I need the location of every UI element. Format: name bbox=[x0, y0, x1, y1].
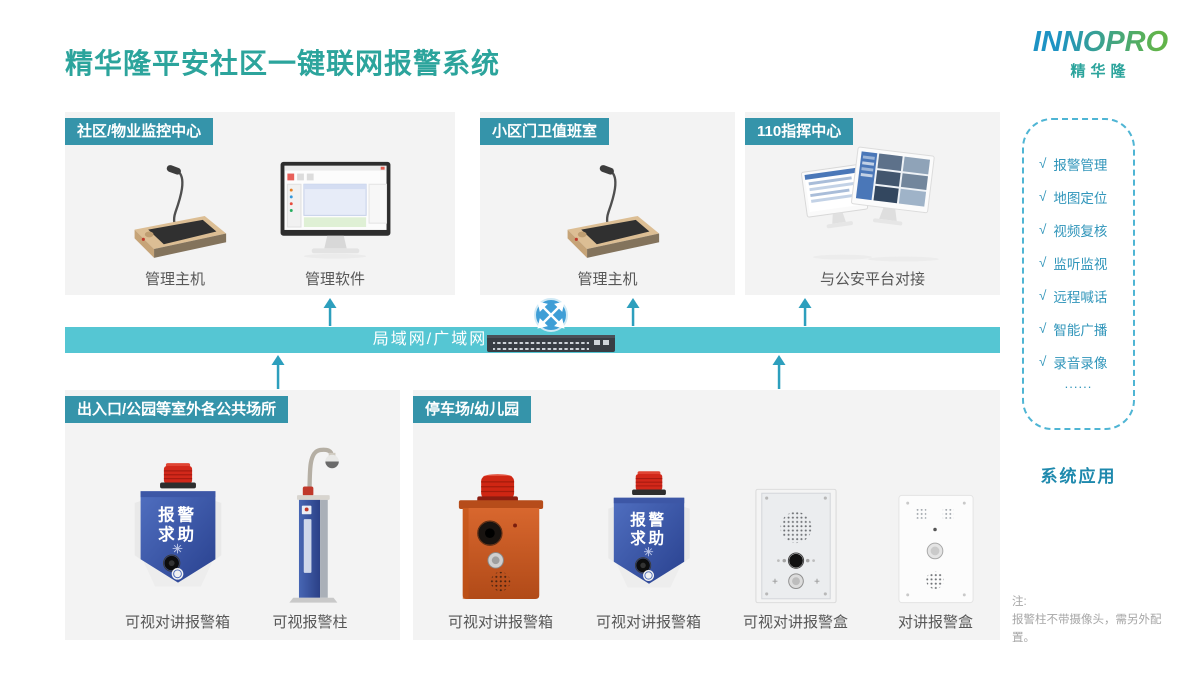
panel-tag-command110: 110指挥中心 bbox=[745, 118, 854, 146]
blue-alarm-box-image: 报警 求助 bbox=[134, 463, 221, 587]
feature-item: √ 录音录像 bbox=[1024, 345, 1133, 378]
check-icon: √ bbox=[1039, 156, 1047, 171]
dual-monitors-image bbox=[800, 146, 939, 262]
device-label: 管理主机 bbox=[577, 271, 638, 288]
device-label: 可视报警柱 bbox=[272, 614, 348, 631]
flow-arrow-up bbox=[772, 355, 786, 389]
panel-tag-outdoor: 出入口/公园等室外各公共场所 bbox=[65, 396, 289, 424]
panel-command110: 110指挥中心 bbox=[745, 112, 1000, 295]
check-icon: √ bbox=[1039, 288, 1047, 303]
orange-alarm-box-image bbox=[458, 474, 543, 600]
panel-tag-monitor-center: 社区/物业监控中心 bbox=[65, 118, 214, 146]
feature-label: 智能广播 bbox=[1053, 322, 1108, 338]
panel-gatehouse: 小区门卫值班室 管理主机 bbox=[480, 112, 735, 295]
feature-list-box: √ 报警管理 √ 地图定位 √ 视频复核 √ 监听监视 √ 远程喊话 √ 智能广播 √ 录音录… bbox=[1022, 118, 1135, 430]
blue-alarm-box-image: 报警 求助 bbox=[607, 471, 690, 588]
white-intercom-image bbox=[897, 494, 974, 604]
device-label: 管理软件 bbox=[304, 271, 365, 288]
device-police-platform: 与公安平台对接 bbox=[768, 143, 978, 289]
panel-outdoor: 出入口/公园等室外各公共场所 报警 求助 可视对讲报警箱 bbox=[65, 390, 400, 640]
footnote: 注: 报警柱不带摄像头，需另外配置。 bbox=[1012, 594, 1184, 647]
device-alarm-box-blue: 报警 求助 可视对讲报警箱 bbox=[95, 462, 260, 632]
panel-monitor-center: 社区/物业监控中心 管理主机 bbox=[65, 112, 455, 295]
gooseneck-mic-image bbox=[567, 165, 659, 258]
feature-item: √ 远程喊话 bbox=[1024, 279, 1133, 312]
device-label: 与公安平台对接 bbox=[819, 271, 925, 288]
router-icon bbox=[534, 298, 568, 332]
alarm-box-text-line1: 报警 bbox=[158, 504, 197, 524]
page-title: 精华隆平安社区一键联网报警系统 bbox=[65, 48, 501, 79]
network-bar-label: 局域网/广域网 bbox=[372, 331, 488, 348]
device-alarm-box-blue-2: 报警 求助 可视对讲报警箱 bbox=[581, 470, 716, 632]
alarm-pole-image bbox=[289, 447, 339, 603]
check-icon: √ bbox=[1039, 255, 1047, 270]
panel-tag-parking: 停车场/幼儿园 bbox=[413, 396, 532, 424]
gooseneck-mic-image bbox=[134, 165, 227, 258]
device-management-host-2: 管理主机 bbox=[523, 165, 693, 289]
flow-arrow-up bbox=[323, 298, 337, 326]
feature-ellipsis: ...... bbox=[1064, 376, 1093, 391]
alarm-box-text-line2: 求助 bbox=[630, 528, 667, 547]
flow-arrow-up bbox=[271, 355, 285, 389]
check-icon: √ bbox=[1039, 189, 1047, 204]
check-icon: √ bbox=[1039, 354, 1047, 369]
feature-caption: 系统应用 bbox=[1040, 467, 1117, 486]
alarm-box-text-line1: 报警 bbox=[630, 510, 667, 529]
panel-tag-gatehouse: 小区门卫值班室 bbox=[480, 118, 610, 146]
flow-arrow-up bbox=[798, 298, 812, 326]
device-label: 可视对讲报警盒 bbox=[742, 614, 848, 631]
panel-parking: 停车场/幼儿园 可视对讲报警箱 bbox=[413, 390, 1000, 640]
network-switch-image bbox=[487, 335, 615, 352]
feature-item: √ 报警管理 bbox=[1024, 147, 1133, 180]
device-label: 可视对讲报警箱 bbox=[124, 614, 230, 631]
device-label: 可视对讲报警箱 bbox=[595, 614, 701, 631]
feature-item: √ 监听监视 bbox=[1024, 246, 1133, 279]
silver-intercom-image bbox=[754, 488, 837, 604]
feature-label: 地图定位 bbox=[1053, 190, 1108, 206]
device-label: 管理主机 bbox=[144, 271, 205, 288]
device-intercom-silver: 可视对讲报警盒 bbox=[728, 486, 863, 632]
flow-arrow-up bbox=[626, 298, 640, 326]
check-icon: √ bbox=[1039, 321, 1047, 336]
footnote-text: 报警柱不带摄像头，需另外配置。 bbox=[1012, 613, 1162, 644]
device-intercom-white: 对讲报警盒 bbox=[868, 492, 1003, 632]
device-label: 可视对讲报警箱 bbox=[447, 614, 553, 631]
feature-label: 视频复核 bbox=[1053, 223, 1108, 239]
feature-label: 报警管理 bbox=[1053, 157, 1108, 173]
device-label: 对讲报警盒 bbox=[897, 614, 973, 631]
device-alarm-pole: 可视报警柱 bbox=[260, 436, 360, 632]
feature-label: 录音录像 bbox=[1053, 355, 1108, 371]
innopro-logo-text: INNOPRO bbox=[1028, 26, 1173, 59]
software-monitor-image bbox=[280, 161, 390, 259]
device-management-software: 管理软件 bbox=[260, 158, 410, 289]
feature-item: √ 视频复核 bbox=[1024, 213, 1133, 246]
feature-item: √ 地图定位 bbox=[1024, 180, 1133, 213]
feature-label: 监听监视 bbox=[1053, 256, 1108, 272]
logo-subtitle: 精华隆 bbox=[1070, 63, 1131, 80]
brand-logo: INNOPRO 精华隆 bbox=[1028, 26, 1173, 81]
check-icon: √ bbox=[1039, 222, 1047, 237]
feature-item: √ 智能广播 bbox=[1024, 312, 1133, 345]
feature-label: 远程喊话 bbox=[1053, 289, 1108, 305]
device-management-host: 管理主机 bbox=[100, 165, 250, 289]
alarm-box-text-line2: 求助 bbox=[158, 524, 197, 544]
footnote-prefix: 注: bbox=[1012, 596, 1027, 608]
device-alarm-box-orange: 可视对讲报警箱 bbox=[433, 472, 568, 632]
